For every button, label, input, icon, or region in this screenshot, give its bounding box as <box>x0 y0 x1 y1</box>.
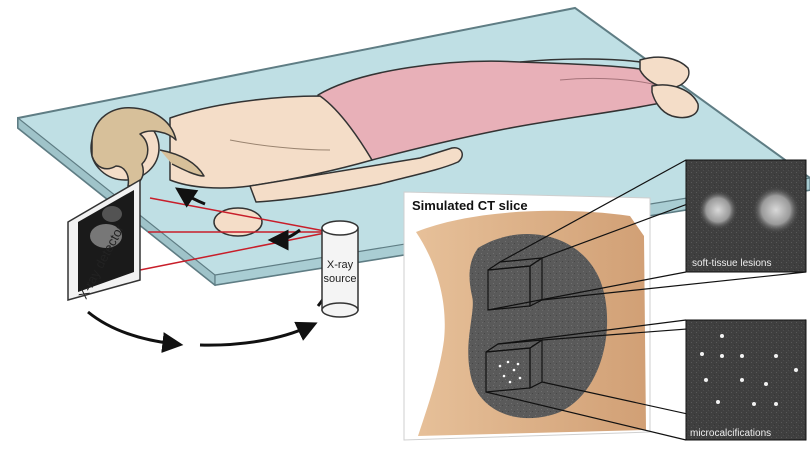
xray-source: X-ray source <box>322 221 358 317</box>
rotation-arrow-icon <box>88 312 175 344</box>
calcs-label: microcalcifications <box>690 428 771 439</box>
inset-lesions: soft-tissue lesions <box>686 160 806 272</box>
lesion-right <box>752 186 800 234</box>
lesion-left <box>698 190 738 230</box>
source-label-line1: X-ray <box>327 259 354 271</box>
ct-slice-panel: Simulated CT slice <box>404 192 650 440</box>
source-label-line2: source <box>323 273 356 285</box>
lesions-label: soft-tissue lesions <box>692 258 771 269</box>
xray-detector: X-ray detector <box>68 180 140 301</box>
inset-calcs: microcalcifications <box>686 320 806 440</box>
ct-title: Simulated CT slice <box>412 198 528 213</box>
rotation-arrow-icon <box>200 326 310 345</box>
